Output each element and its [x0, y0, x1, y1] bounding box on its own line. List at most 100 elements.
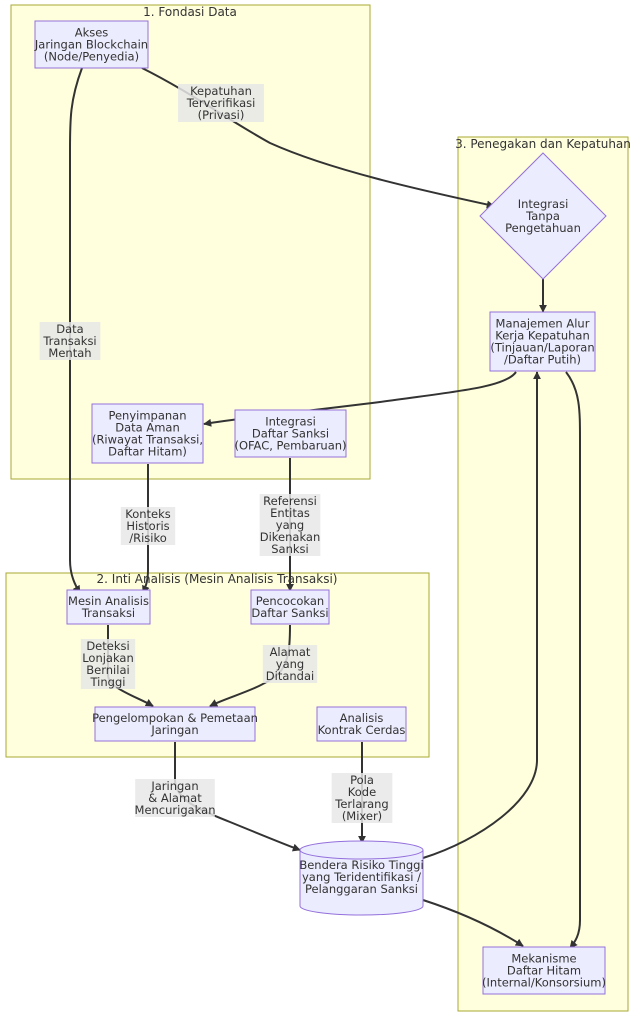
node-label-manajemen-line: /Daftar Putih) [504, 353, 581, 367]
edge-label-mesin-pengelompokan-line: Lonjakan [82, 651, 134, 665]
edge-label-penyimpanan-mesin-line: Konteks [125, 507, 171, 521]
node-label-kontrak-line: Kontrak Cerdas [318, 723, 406, 737]
node-label-manajemen-line: Kerja Kepatuhan [495, 329, 589, 343]
node-manajemen-alur-kerja-kepatuhan [489, 311, 596, 372]
node-label-manajemen-line: Manajemen Alur [496, 317, 590, 331]
edge-manajemen-to-mekanisme [565, 371, 581, 949]
nodes [34, 20, 607, 995]
node-label-zk-line: Tanpa [525, 209, 560, 223]
edge-label-akses-zk-line: Kepatuhan [190, 84, 252, 98]
edge-label-sanksi-pencocokan-line: Referensi [263, 494, 317, 508]
cluster-title-fondasi-data: 1. Fondasi Data [143, 5, 237, 19]
edge-label-pengelompokan-bendera-line: & Alamat [148, 791, 202, 805]
edge-label-mesin-pengelompokan-line: Deteksi [86, 639, 129, 653]
edge-label-akses-mesin-line: Data [56, 322, 83, 336]
node-label-integrasi-sanksi-line: Daftar Sanksi [252, 427, 329, 441]
edge-label-kontrak-bendera-line: (Mixer) [342, 809, 382, 823]
edge-label-sanksi-pencocokan-background [259, 494, 321, 556]
node-label-integrasi-sanksi-line: Integrasi [265, 415, 316, 429]
edge-bendera-to-manajemen [422, 371, 541, 859]
edge-label-pengelompokan-bendera-line: Jaringan [150, 779, 198, 793]
edge-label-akses-mesin-line: Mentah [48, 346, 91, 360]
node-penyimpanan-data-aman [91, 403, 204, 464]
edge-label-akses-zk-line: Terverifikasi [186, 96, 256, 110]
node-pengelompokan-pemetaan-jaringan [94, 706, 256, 742]
node-label-pengelompokan-line: Jaringan [150, 723, 198, 737]
node-integrasi-tanpa-pengetahuan [479, 152, 607, 280]
node-akses-jaringan-blockchain [34, 20, 149, 69]
node-label-mesin-line: Mesin Analisis [68, 594, 149, 608]
edge-label-pencocokan-pengelompokan-line: yang [276, 657, 304, 671]
node-label-integrasi-sanksi-line: (OFAC, Pembaruan) [234, 439, 346, 453]
node-label-mesin-line: Transaksi [81, 606, 135, 620]
edge-label-akses-zk-background [178, 84, 264, 122]
edge-label-akses-mesin-background [39, 322, 101, 360]
node-label-mekanisme-line: Daftar Hitam [507, 964, 581, 978]
node-label-pencocokan-line: Pencocokan [256, 594, 324, 608]
edge-label-mesin-pengelompokan-line: Bernilai [86, 663, 129, 677]
node-label-bendera-line: yang Teridentifikasi / [302, 870, 421, 884]
node-label-penyimpanan-line: (Riwayat Transaksi, [92, 433, 203, 447]
edge-label-kontrak-bendera-line: Kode [348, 785, 376, 799]
node-label-zk-line: Pengetahuan [505, 221, 581, 235]
node-analisis-kontrak-cerdas [316, 706, 407, 742]
edge-label-mesin-pengelompokan-line: Tinggi [90, 675, 126, 689]
edge-label-sanksi-pencocokan-line: Entitas [270, 506, 310, 520]
edge-label-pencocokan-pengelompokan-line: Ditandai [266, 669, 314, 683]
edge-label-penyimpanan-mesin-line: /Risiko [129, 531, 167, 545]
node-bendera-risiko-tinggi [299, 840, 424, 916]
node-label-bendera-line: Bendera Risiko Tinggi [299, 858, 423, 872]
edge-label-sanksi-pencocokan-line: Sanksi [271, 542, 308, 556]
edge-label-pengelompokan-bendera-background [135, 779, 215, 817]
edge-label-akses-mesin-line: Transaksi [42, 334, 96, 348]
edge-label-kontrak-bendera-line: Terlarang [334, 797, 388, 811]
edge-label-akses-zk-line: (Privasi) [198, 108, 245, 122]
edge-label-kontrak-bendera-background [331, 773, 393, 823]
node-label-mekanisme-line: Mekanisme [511, 952, 576, 966]
node-pencocokan-daftar-sanksi [250, 589, 330, 625]
edge-bendera-to-mekanisme [422, 899, 524, 947]
edge-label-pencocokan-pengelompokan-line: Alamat [270, 645, 311, 659]
node-label-pencocokan-line: Daftar Sanksi [251, 606, 328, 620]
node-label-penyimpanan-line: Penyimpanan [108, 409, 186, 423]
node-integrasi-daftar-sanksi [234, 409, 347, 458]
node-mesin-analisis-transaksi [66, 589, 151, 625]
node-label-penyimpanan-line: Data Aman [115, 421, 180, 435]
edge-label-sanksi-pencocokan-line: Dikenakan [260, 530, 321, 544]
node-label-zk-line: Integrasi [518, 197, 569, 211]
edge-label-sanksi-pencocokan-line: yang [276, 518, 304, 532]
node-label-penyimpanan-line: Daftar Hitam) [108, 445, 187, 459]
edge-label-pengelompokan-bendera-line: Mencurigakan [135, 803, 216, 817]
node-label-akses-line: (Node/Penyedia) [44, 50, 139, 64]
edge-label-penyimpanan-mesin-background [120, 507, 176, 545]
edge-akses-to-mesin [69, 67, 83, 594]
node-mekanisme-daftar-hitam [482, 946, 606, 995]
edge-label-mesin-pengelompokan-background [80, 639, 136, 689]
node-label-bendera-line: Pelanggaran Sanksi [305, 882, 418, 896]
edge-labels: KepatuhanTerverifikasi(Privasi)DataTrans… [39, 84, 393, 823]
node-label-mekanisme-line: (Internal/Konsorsium) [482, 976, 606, 990]
node-label-akses-line: Akses [75, 26, 109, 40]
cluster-title-inti-analisis: 2. Inti Analisis (Mesin Analisis Transak… [97, 572, 338, 586]
edge-label-penyimpanan-mesin-line: Historis [126, 519, 169, 533]
edge-label-kontrak-bendera-line: Pola [350, 773, 374, 787]
